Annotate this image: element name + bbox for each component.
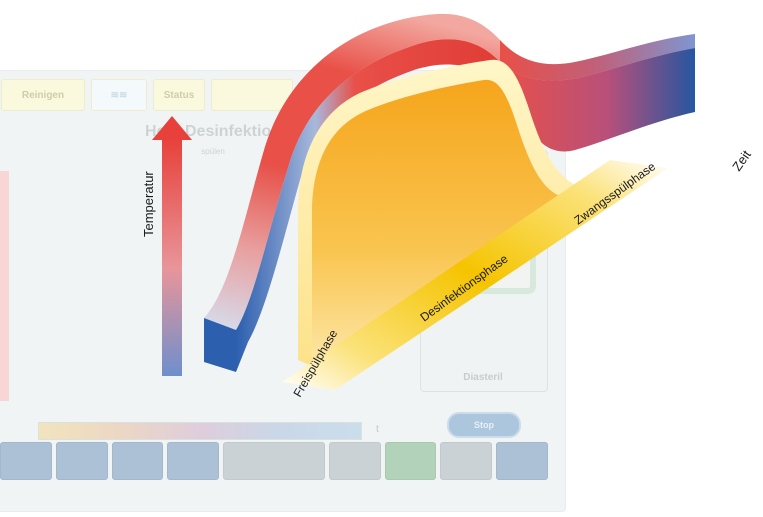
t-label: t (376, 424, 379, 435)
bottom-button (111, 442, 164, 480)
x-axis-label: Zeit (729, 147, 754, 174)
temperature-color-bar (38, 422, 362, 440)
wave-icon: ≋≋ (91, 79, 147, 111)
bottom-button-row (0, 442, 548, 482)
panel-subtitle: spülen (201, 147, 225, 156)
left-status-block (0, 171, 9, 401)
phase-band (282, 160, 668, 390)
temperature-ribbon-tail (500, 34, 695, 81)
phase-window-label: Diasteril (463, 372, 503, 383)
bottom-button (496, 442, 548, 480)
stop-button: Stop (447, 412, 521, 438)
temperature-ribbon-front (204, 318, 236, 372)
temperature-arrow (152, 116, 192, 376)
bottom-button (0, 442, 52, 480)
bottom-button (55, 442, 108, 480)
reinigen-button: Reinigen (1, 79, 85, 111)
blank-top-button (211, 79, 293, 111)
bottom-button (384, 442, 437, 480)
bottom-button (328, 442, 381, 480)
temperature-ribbon-side (500, 48, 695, 152)
panel-top-bar: Reinigen ≋≋ Status (1, 79, 559, 113)
bottom-button (167, 442, 220, 480)
bottom-button (223, 442, 325, 480)
temperature-ribbon-flank (236, 39, 500, 373)
status-button: Status (153, 79, 205, 111)
phase-volume (312, 79, 600, 366)
y-axis-label: Temperatur (141, 171, 156, 237)
temperature-ribbon-top (204, 13, 695, 331)
bottom-button (440, 442, 493, 480)
